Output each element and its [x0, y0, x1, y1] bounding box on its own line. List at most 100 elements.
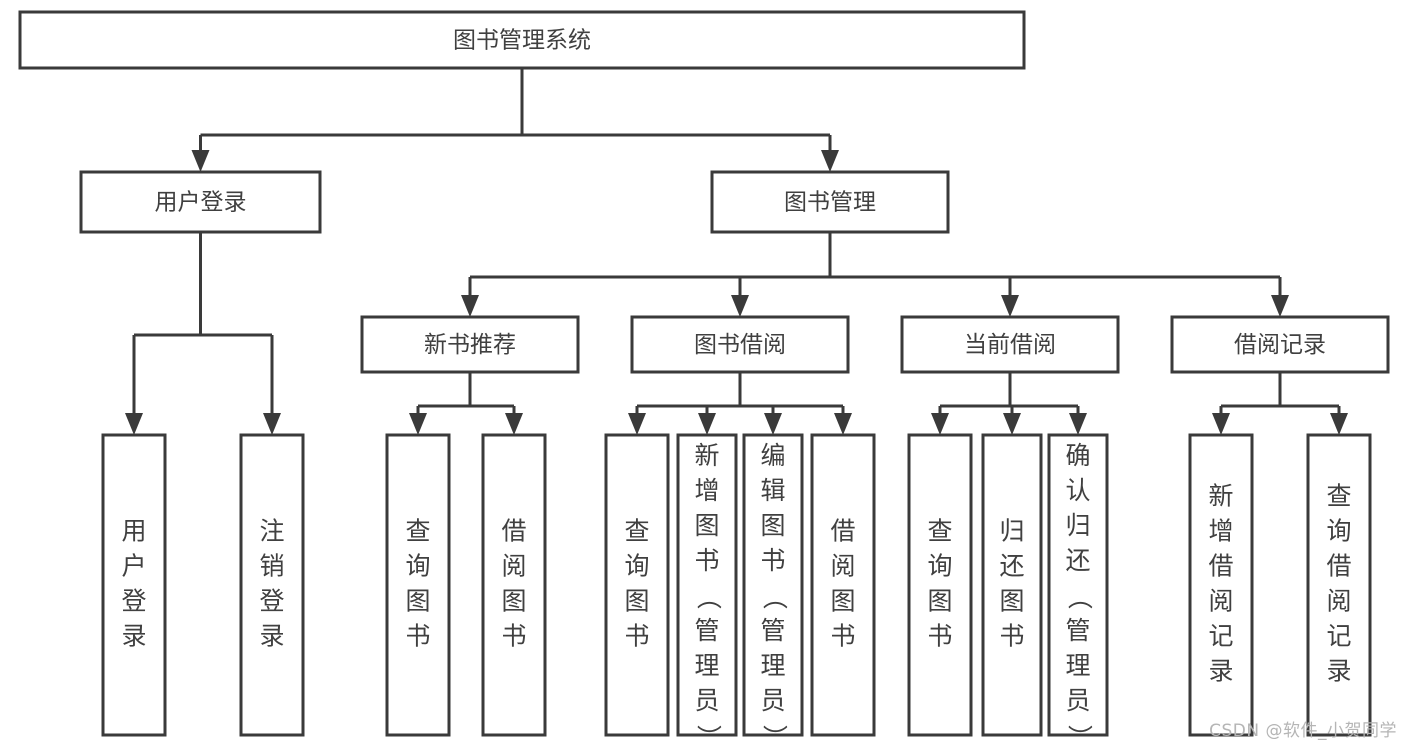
arrow-head-icon: [628, 413, 646, 435]
svg-text:查: 查: [624, 517, 649, 546]
arrow-head-icon: [821, 150, 839, 172]
node-label-borrow-record: 借阅记录: [1234, 332, 1326, 358]
svg-text:（: （: [760, 584, 789, 609]
svg-text:图: 图: [999, 587, 1024, 616]
node-box-leaf-query-book-1[interactable]: [385, 433, 451, 737]
svg-text:理: 理: [760, 651, 785, 680]
arrow-head-icon: [461, 295, 479, 317]
node-book-borrow[interactable]: 图书借阅: [630, 315, 850, 374]
node-box-leaf-add-book[interactable]: [676, 433, 738, 737]
svg-text:管: 管: [694, 616, 719, 645]
node-box-leaf-logout[interactable]: [239, 433, 305, 737]
node-box-leaf-return-book[interactable]: [981, 433, 1043, 737]
node-label-current-borrow: 当前借阅: [964, 332, 1056, 358]
node-box-leaf-query-book-2[interactable]: [604, 433, 670, 737]
node-box-leaf-add-record[interactable]: [1188, 433, 1254, 737]
svg-text:登: 登: [259, 587, 284, 616]
svg-text:询: 询: [405, 552, 430, 581]
node-borrow-record[interactable]: 借阅记录: [1170, 315, 1390, 374]
svg-text:借: 借: [1208, 552, 1233, 581]
connector-group-user-login: [125, 232, 281, 435]
svg-text:图: 图: [694, 511, 719, 540]
svg-text:销: 销: [259, 552, 284, 581]
node-box-leaf-borrow-book-1[interactable]: [481, 433, 547, 737]
arrow-head-icon: [931, 413, 949, 435]
svg-text:书: 书: [624, 622, 649, 651]
svg-text:）: ）: [694, 724, 723, 747]
node-label-book-manage: 图书管理: [784, 190, 876, 216]
svg-text:归: 归: [999, 517, 1024, 546]
node-box-book-manage[interactable]: [710, 170, 950, 234]
node-box-leaf-user-login[interactable]: [101, 433, 167, 737]
svg-text:阅: 阅: [1208, 587, 1233, 616]
node-box-leaf-query-record[interactable]: [1306, 433, 1372, 737]
node-root[interactable]: 图书管理系统: [18, 10, 1026, 70]
node-user-login[interactable]: 用户登录: [79, 170, 322, 234]
svg-text:用: 用: [121, 517, 146, 546]
node-label-book-borrow: 图书借阅: [694, 332, 786, 358]
svg-text:录: 录: [1208, 657, 1233, 686]
node-box-new-book-rec[interactable]: [360, 315, 580, 374]
node-box-borrow-record[interactable]: [1170, 315, 1390, 374]
svg-text:询: 询: [624, 552, 649, 581]
arrow-head-icon: [1003, 413, 1021, 435]
svg-text:询: 询: [1326, 517, 1351, 546]
svg-text:图: 图: [927, 587, 952, 616]
node-box-user-login[interactable]: [79, 170, 322, 234]
svg-text:员: 员: [760, 686, 785, 715]
node-current-borrow[interactable]: 当前借阅: [900, 315, 1120, 374]
node-layer: 图书管理系统用户登录图书管理新书推荐图书借阅当前借阅借阅记录用户登录注销登录查询…: [18, 10, 1390, 747]
svg-text:书: 书: [760, 546, 785, 575]
svg-text:图: 图: [760, 511, 785, 540]
svg-text:管: 管: [760, 616, 785, 645]
svg-text:注: 注: [259, 517, 284, 546]
svg-text:确: 确: [1065, 441, 1090, 470]
node-new-book-rec[interactable]: 新书推荐: [360, 315, 580, 374]
node-label-root: 图书管理系统: [453, 28, 591, 54]
node-box-leaf-edit-book[interactable]: [742, 433, 804, 737]
node-box-leaf-query-book-3[interactable]: [907, 433, 973, 737]
svg-text:员: 员: [1065, 686, 1090, 715]
node-box-root[interactable]: [18, 10, 1026, 70]
svg-text:还: 还: [999, 552, 1024, 581]
svg-text:管: 管: [1065, 616, 1090, 645]
node-leaf-user-login[interactable]: 用户登录: [101, 433, 167, 737]
node-box-leaf-confirm-return[interactable]: [1047, 433, 1109, 737]
svg-text:记: 记: [1326, 622, 1351, 651]
svg-text:查: 查: [405, 517, 430, 546]
node-box-leaf-borrow-book-2[interactable]: [810, 433, 876, 737]
svg-text:增: 增: [694, 476, 719, 505]
svg-text:（: （: [694, 584, 723, 609]
node-label-user-login: 用户登录: [155, 190, 247, 216]
arrow-head-icon: [1271, 295, 1289, 317]
svg-text:）: ）: [760, 724, 789, 747]
node-book-manage[interactable]: 图书管理: [710, 170, 950, 234]
svg-text:借: 借: [830, 517, 855, 546]
svg-text:登: 登: [121, 587, 146, 616]
connector-group-current-borrow: [931, 372, 1087, 435]
node-box-book-borrow[interactable]: [630, 315, 850, 374]
svg-text:阅: 阅: [830, 552, 855, 581]
node-box-current-borrow[interactable]: [900, 315, 1120, 374]
node-label-new-book-rec: 新书推荐: [424, 332, 516, 358]
